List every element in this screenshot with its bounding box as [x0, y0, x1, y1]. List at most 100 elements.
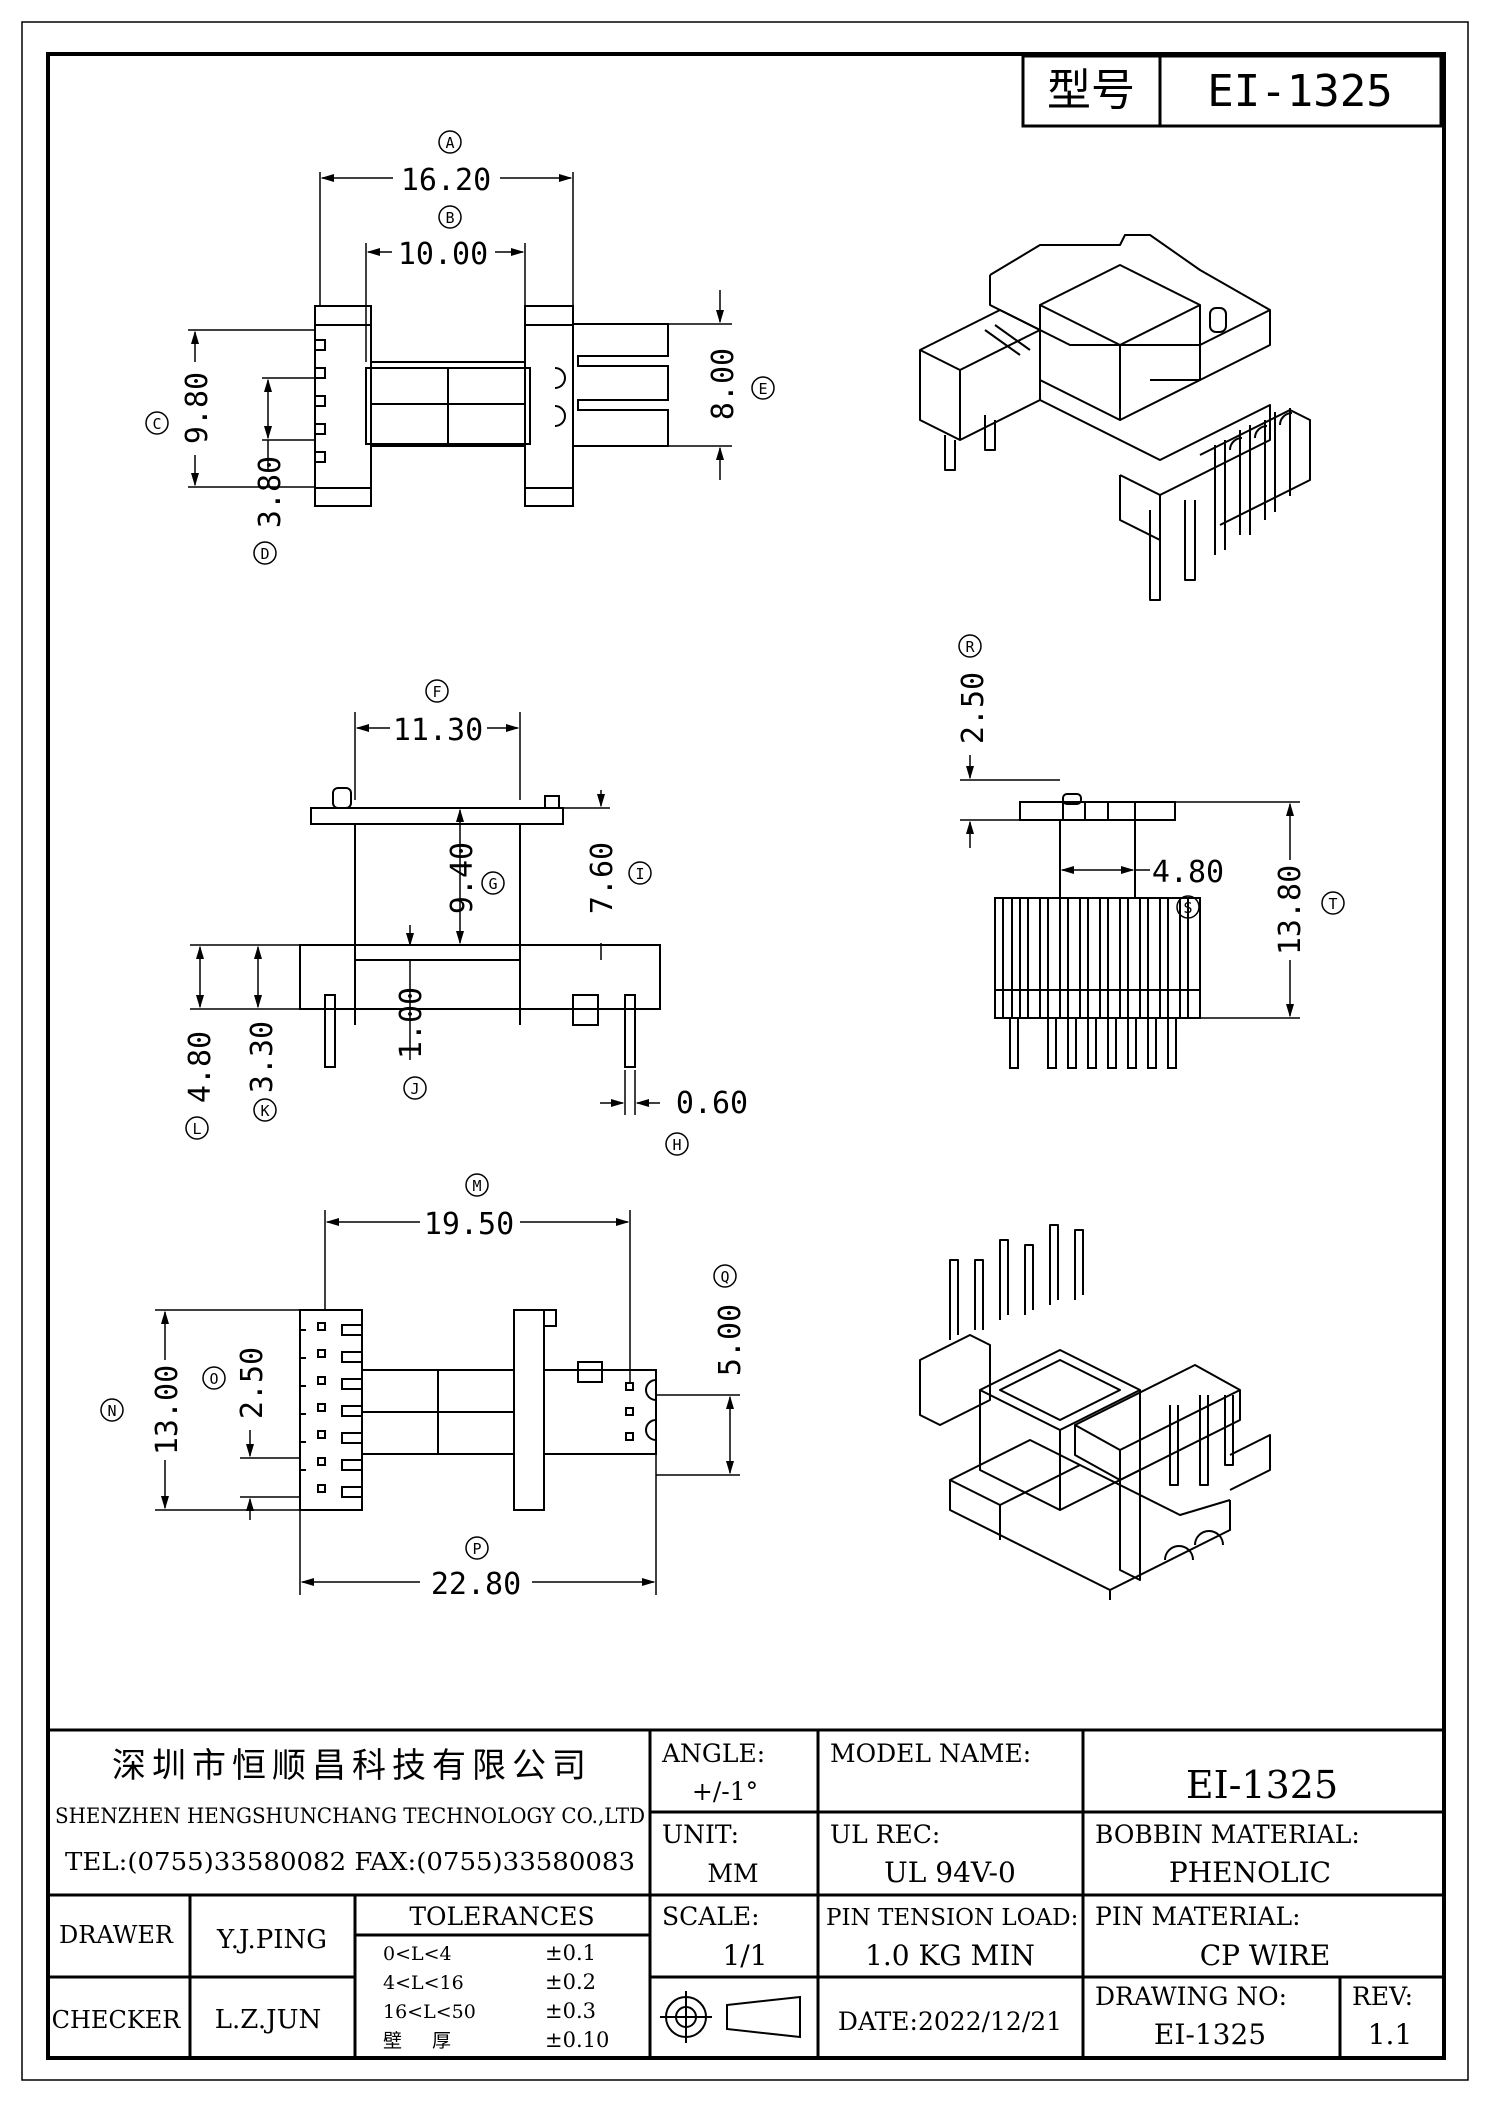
- company-name-en: SHENZHEN HENGSHUNCHANG TECHNOLOGY CO.,LT…: [55, 1804, 645, 1828]
- dim-s-value: 4.80: [1152, 855, 1224, 890]
- bobbin-material-label: BOBBIN MATERIAL:: [1095, 1820, 1360, 1849]
- dim-f-value: 11.30: [393, 713, 483, 748]
- dim-id-t: T: [1328, 895, 1337, 913]
- company-name-cn: 深圳市恒顺昌科技有限公司: [112, 1746, 592, 1786]
- dim-id-m: M: [472, 1177, 481, 1195]
- drawer-label: DRAWER: [59, 1921, 174, 1949]
- bottom-view-dims: [155, 1210, 740, 1595]
- pin-material-value: CP WIRE: [1200, 1939, 1331, 1972]
- dim-id-k: K: [260, 1102, 269, 1120]
- projection-symbol-icon: [660, 1991, 801, 2043]
- dim-e-value: 8.00: [706, 348, 741, 420]
- dim-h-value: 0.60: [676, 1086, 748, 1121]
- dim-t-value: 13.80: [1273, 865, 1308, 955]
- top-view-dims: [188, 172, 732, 488]
- tolerances-label: TOLERANCES: [409, 1902, 594, 1931]
- dim-j-value: 1.00: [394, 987, 429, 1059]
- top-view-labels: A 16.20 B 10.00 C 9.80 D 3.80 8.00 E: [145, 130, 775, 565]
- title-block-text: 深圳市恒顺昌科技有限公司 SHENZHEN HENGSHUNCHANG TECH…: [52, 1739, 1413, 2052]
- front-view-dims: [190, 712, 660, 1115]
- tol-range-4: 壁 厚: [383, 2030, 463, 2052]
- unit-value: MM: [707, 1859, 758, 1888]
- tol-value-1: ±0.1: [545, 1941, 596, 1965]
- tol-range-2: 4<L<16: [383, 1972, 464, 1994]
- tol-range-3: 16<L<50: [383, 2001, 476, 2023]
- dim-k-value: 3.30: [245, 1021, 280, 1093]
- front-view-labels: F 11.30 9.40 G 7.60 I 4.80 L 3.30 K 1.00…: [183, 679, 748, 1156]
- dim-id-e: E: [758, 380, 767, 398]
- front-view: [299, 787, 661, 1068]
- pin-tension-label: PIN TENSION LOAD:: [826, 1905, 1078, 1931]
- company-contact: TEL:(0755)33580082 FAX:(0755)33580083: [65, 1848, 635, 1876]
- dim-c-value: 9.80: [180, 372, 215, 444]
- angle-value: +/-1°: [692, 1777, 758, 1806]
- dim-id-c: C: [152, 415, 161, 433]
- dim-d-value: 3.80: [253, 456, 288, 528]
- scale-value: 1/1: [722, 1939, 767, 1972]
- tol-value-3: ±0.3: [545, 1999, 596, 2023]
- tol-value-2: ±0.2: [545, 1970, 596, 1994]
- dim-id-o: O: [209, 1370, 218, 1388]
- dim-id-f: F: [432, 683, 441, 701]
- drawing-date: DATE:2022/12/21: [838, 2007, 1062, 2036]
- iso-view-bottom: [919, 1224, 1271, 1600]
- dim-id-j: J: [410, 1080, 419, 1098]
- model-name-value: EI-1325: [1186, 1763, 1338, 1807]
- bottom-view-labels: M 19.50 N 13.00 O 2.50 Q 5.00 P 22.80: [100, 1173, 748, 1602]
- dim-m-value: 19.50: [424, 1207, 514, 1242]
- dim-q-value: 5.00: [713, 1304, 748, 1376]
- checker-label: CHECKER: [52, 2006, 182, 2034]
- inner-frame: [46, 52, 1446, 2060]
- scale-label: SCALE:: [662, 1902, 760, 1931]
- dim-id-p: P: [472, 1540, 481, 1558]
- tol-value-4: ±0.10: [545, 2028, 609, 2052]
- outer-frame: [21, 21, 1469, 2081]
- title-block: [48, 1728, 1444, 2058]
- tol-range-1: 0<L<4: [383, 1943, 452, 1965]
- type-label: 型号: [1047, 65, 1135, 116]
- dim-id-i: I: [635, 865, 644, 883]
- bottom-view: [299, 1309, 657, 1511]
- rev-value: 1.1: [1368, 2018, 1413, 2051]
- dim-g-value: 9.40: [445, 842, 480, 914]
- dim-id-d: D: [260, 545, 269, 563]
- top-view: [314, 305, 669, 507]
- dim-id-n: N: [107, 1402, 116, 1420]
- dim-id-h: H: [672, 1136, 681, 1154]
- unit-label: UNIT:: [662, 1820, 739, 1849]
- drawing-no-value: EI-1325: [1154, 2018, 1266, 2051]
- checker-value: L.Z.JUN: [215, 2005, 322, 2035]
- ul-value: UL 94V-0: [884, 1856, 1016, 1889]
- dim-i-value: 7.60: [585, 842, 620, 914]
- pin-tension-value: 1.0 KG MIN: [865, 1939, 1035, 1972]
- pin-material-label: PIN MATERIAL:: [1095, 1902, 1301, 1931]
- model-name-label: MODEL NAME:: [830, 1739, 1031, 1768]
- iso-view-top: [919, 234, 1311, 601]
- angle-label: ANGLE:: [661, 1739, 765, 1768]
- model-header: 型号 EI-1325: [1021, 54, 1443, 128]
- dim-id-b: B: [445, 209, 454, 227]
- dim-n-value: 13.00: [150, 1365, 185, 1455]
- dim-o-value: 2.50: [235, 1347, 270, 1419]
- dim-a-value: 16.20: [401, 163, 491, 198]
- dim-id-r: R: [965, 638, 975, 656]
- dim-l-value: 4.80: [183, 1031, 218, 1103]
- ul-label: UL REC:: [830, 1820, 940, 1849]
- dim-id-q: Q: [720, 1268, 729, 1286]
- drawing-no-label: DRAWING NO:: [1095, 1982, 1287, 2011]
- dim-id-s: S: [1183, 899, 1192, 917]
- dim-r-value: 2.50: [956, 672, 991, 744]
- type-value: EI-1325: [1207, 66, 1392, 117]
- dim-id-l: L: [192, 1120, 201, 1138]
- dim-id-a: A: [445, 134, 454, 152]
- rev-label: REV:: [1352, 1982, 1413, 2011]
- side-view-labels: R 2.50 4.80 S 13.80 T: [956, 634, 1345, 955]
- dim-id-g: G: [488, 875, 497, 893]
- drawer-value: Y.J.PING: [216, 1925, 327, 1955]
- dim-p-value: 22.80: [431, 1567, 521, 1602]
- bobbin-material-value: PHENOLIC: [1169, 1856, 1331, 1889]
- side-view-dims: [960, 755, 1300, 1019]
- side-view: [994, 793, 1201, 1069]
